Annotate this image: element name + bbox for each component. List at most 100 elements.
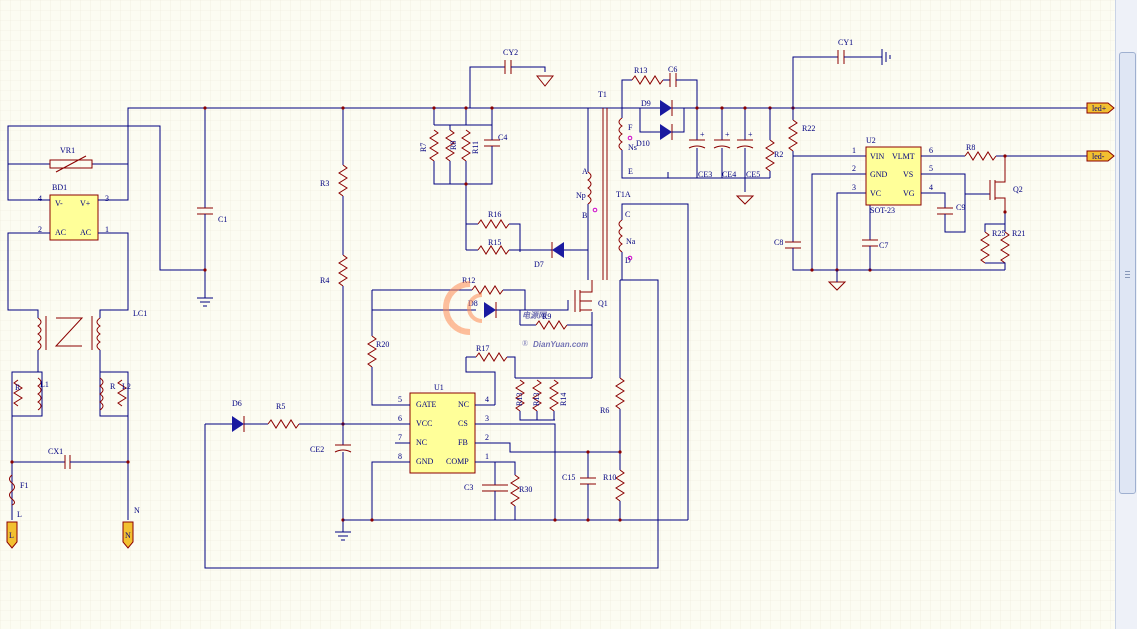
r11-resistor[interactable] (461, 129, 471, 162)
u2-num5: 5 (929, 164, 933, 173)
n-terminal-label: N (134, 506, 140, 515)
led-minus-port[interactable] (1086, 150, 1115, 162)
bd1-bridge[interactable] (49, 194, 99, 241)
r9-resistor[interactable] (535, 320, 568, 330)
r8-label: R8 (449, 141, 458, 150)
n-terminal-port[interactable] (122, 521, 134, 549)
transformer-t1: T1 T1A Np Ns Na A B C D E F (576, 90, 669, 280)
svg-text:+: + (725, 130, 730, 139)
led-plus-port[interactable] (1086, 102, 1115, 114)
r6-resistor[interactable] (615, 377, 625, 410)
r2-resistor[interactable] (765, 139, 775, 172)
watermark-reg: ® (522, 339, 528, 348)
r21-resistor[interactable] (1000, 231, 1010, 264)
c6-label: C6 (668, 65, 677, 74)
r13b-label: R13 (532, 393, 541, 406)
u1-num6: 6 (398, 414, 402, 423)
r7-resistor[interactable] (429, 129, 439, 162)
t1-pin-f: F (628, 123, 633, 132)
vertical-scrollbar[interactable] (1115, 0, 1137, 629)
ce3-capacitor[interactable] (688, 139, 706, 149)
d10-diode[interactable] (660, 124, 672, 140)
d7-diode[interactable] (552, 242, 564, 258)
d8-diode[interactable] (484, 302, 496, 318)
c8-label: C8 (774, 238, 783, 247)
ns-winding[interactable] (618, 117, 623, 151)
r10-resistor[interactable] (615, 469, 625, 502)
d7-label: D7 (534, 260, 544, 269)
r11-label: R11 (471, 141, 480, 154)
ce2-label: CE2 (310, 445, 324, 454)
c3-label: C3 (464, 483, 473, 492)
r4-resistor[interactable] (338, 254, 348, 287)
u1-controller-ic[interactable] (409, 392, 476, 474)
q1-label: Q1 (598, 299, 608, 308)
l-terminal-port[interactable] (6, 521, 18, 549)
t1-pin-b: B (582, 211, 587, 220)
rl1-label: R (15, 383, 21, 392)
r16-resistor[interactable] (477, 219, 510, 229)
watermark-en: DianYuan.com (533, 340, 588, 349)
r17-resistor[interactable] (475, 352, 508, 362)
na-winding[interactable] (618, 219, 623, 253)
r12-resistor[interactable] (471, 285, 504, 295)
q2-label: Q2 (1013, 185, 1023, 194)
ce5-capacitor[interactable] (736, 139, 754, 149)
r30-resistor[interactable] (510, 474, 520, 507)
cy1-label: CY1 (838, 38, 853, 47)
u2-num3: 3 (852, 183, 856, 192)
r21-label: R21 (1012, 229, 1025, 238)
r20-resistor[interactable] (367, 335, 377, 368)
lc1-coil-left (37, 317, 42, 351)
bd1-num4: 4 (38, 194, 42, 203)
u1-pin-nc1: NC (416, 438, 427, 447)
d6-label: D6 (232, 399, 242, 408)
r8b-label: R8 (966, 143, 975, 152)
r12-label: R12 (462, 276, 475, 285)
np-winding[interactable] (587, 171, 592, 205)
r8-resistor[interactable] (445, 129, 455, 162)
cx1-label: CX1 (48, 447, 63, 456)
n-port-text: N (125, 531, 131, 540)
r5-resistor[interactable] (267, 419, 300, 429)
l1-label: L1 (40, 380, 49, 389)
r22-resistor[interactable] (788, 119, 798, 152)
r8b-resistor[interactable] (964, 151, 997, 161)
u2-package: SOT-23 (870, 206, 895, 215)
d9-label: D9 (641, 99, 651, 108)
t1-pin-a: A (582, 167, 588, 176)
l2-label: L2 (122, 382, 131, 391)
r10-label: R10 (603, 473, 616, 482)
u2-pin-vs: VS (903, 170, 913, 179)
r25-label: R25 (992, 229, 1005, 238)
f1-fuse[interactable] (9, 474, 15, 506)
lc1-label: LC1 (133, 309, 147, 318)
u2-pin-vlmt: VLMT (892, 152, 915, 161)
bd1-pin-ac1: AC (55, 228, 66, 237)
u2-pin-vc: VC (870, 189, 881, 198)
led-plus-label: led+ (1092, 104, 1107, 113)
d6-diode[interactable] (232, 416, 244, 432)
u2-driver-ic[interactable] (865, 146, 922, 206)
r3-resistor[interactable] (338, 164, 348, 197)
r13-top-resistor[interactable] (631, 75, 664, 85)
lc1-coil-right (96, 317, 101, 351)
r5-label: R5 (276, 402, 285, 411)
r15-resistor[interactable] (477, 245, 510, 255)
vr1-varistor[interactable] (49, 159, 93, 169)
d9-diode[interactable] (660, 100, 672, 116)
secondary-output-section: R13 C6 D9 D10 + + + CE3 CE4 CE5 (621, 38, 1115, 291)
r22-label: R22 (802, 124, 815, 133)
u2-num1: 1 (852, 146, 856, 155)
snubber-mosfet-section: R7 R8 R11 C4 CY2 R16 R15 D7 (372, 48, 608, 421)
ce4-capacitor[interactable] (713, 139, 731, 149)
u2-num4: 4 (929, 183, 933, 192)
r25-resistor[interactable] (980, 231, 990, 264)
t1-label: T1 (598, 90, 607, 99)
r14-label: R14 (559, 393, 568, 406)
scrollbar-thumb[interactable] (1119, 52, 1136, 494)
input-section: VR1 BD1 V- V+ AC AC 4 3 2 1 C1 LC1 (6, 106, 990, 549)
watermark: 电源网 DianYuan.com ® (443, 281, 588, 349)
r16-label: R16 (488, 210, 501, 219)
